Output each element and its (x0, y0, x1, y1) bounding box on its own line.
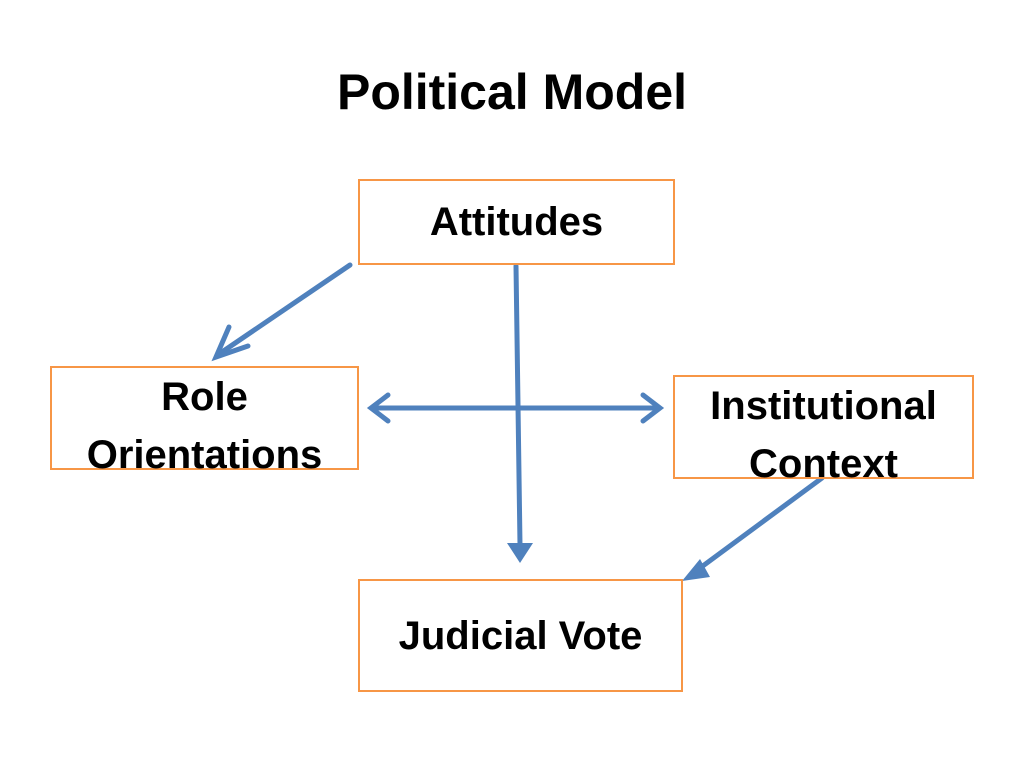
node-attitudes: Attitudes (358, 179, 675, 265)
node-role-orientations: Role Orientations (50, 366, 359, 477)
arrow-attitudes-to-role-orientations (211, 262, 353, 362)
node-judicial-vote: Judicial Vote (358, 579, 683, 692)
arrow-role-orientations-institutional-context (366, 392, 665, 424)
slide-title: Political Model (336, 64, 688, 120)
arrow-institutional-context-to-judicial-vote (682, 475, 825, 581)
arrow-attitudes-to-judicial-vote (507, 263, 533, 563)
node-institutional-context: Institutional Context (673, 375, 974, 486)
